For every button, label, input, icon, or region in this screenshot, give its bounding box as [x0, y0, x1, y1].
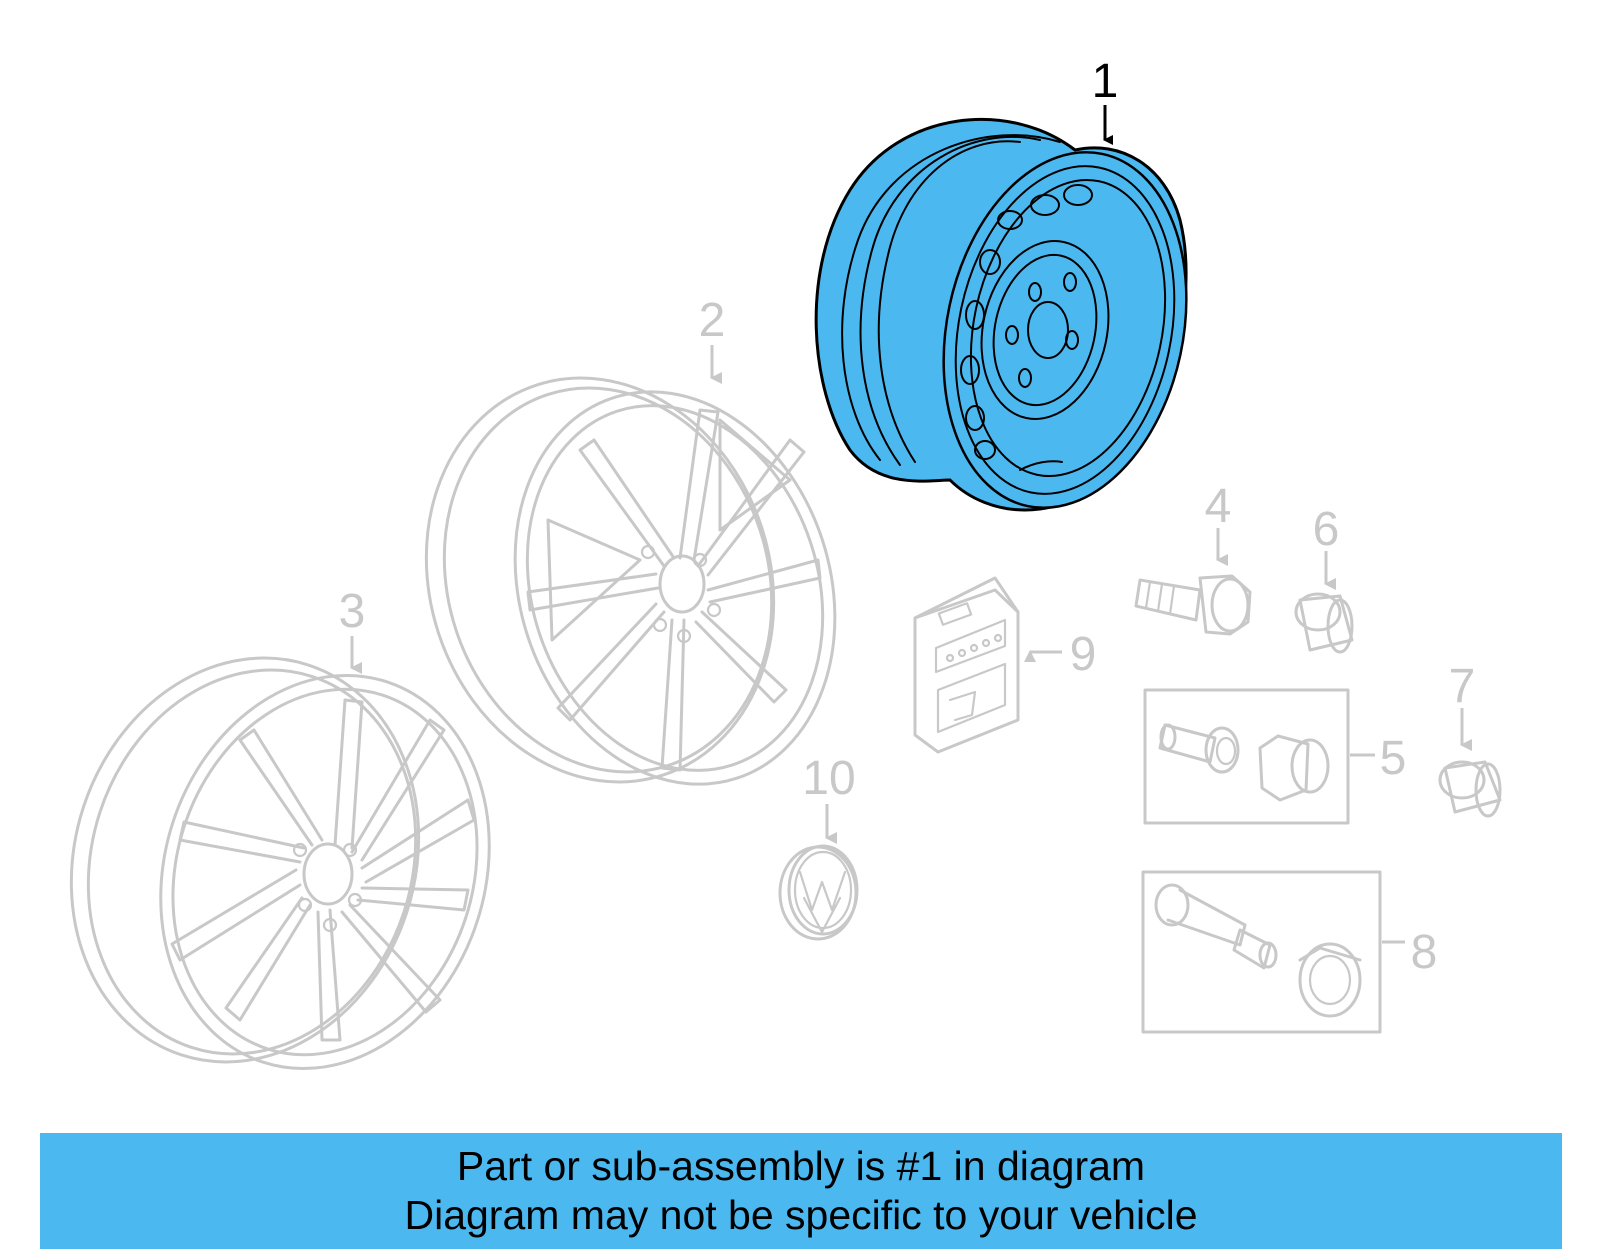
- part-7-cap[interactable]: 7: [1438, 660, 1502, 818]
- part-4-wheel-bolt[interactable]: 4: [1134, 480, 1252, 636]
- callout-10: 10: [802, 752, 855, 805]
- callout-7: 7: [1449, 660, 1476, 713]
- part-3-alloy-wheel[interactable]: 3: [20, 585, 539, 1112]
- part-9-label[interactable]: 9: [913, 576, 1097, 754]
- callout-9: 9: [1070, 628, 1097, 681]
- part-8-valve-kit[interactable]: 8: [1141, 870, 1438, 1034]
- part-10-center-cap[interactable]: 10: [778, 752, 859, 941]
- banner-line-2: Diagram may not be specific to your vehi…: [404, 1192, 1198, 1238]
- callout-4: 4: [1205, 480, 1232, 533]
- callout-3: 3: [339, 585, 366, 638]
- callout-5: 5: [1380, 732, 1407, 785]
- callout-2: 2: [699, 294, 726, 347]
- callout-6: 6: [1313, 503, 1340, 556]
- part-2-alloy-wheel[interactable]: 2: [375, 294, 884, 827]
- callout-8: 8: [1411, 926, 1438, 979]
- part-6-cap[interactable]: 6: [1294, 503, 1354, 654]
- banner-line-1: Part or sub-assembly is #1 in diagram: [456, 1143, 1146, 1189]
- part-1-steel-wheel[interactable]: 1: [814, 55, 1218, 531]
- lug-holes: [1005, 272, 1079, 388]
- info-banner: Part or sub-assembly is #1 in diagram Di…: [40, 1133, 1562, 1249]
- callout-1: 1: [1092, 55, 1119, 108]
- part-5-bolt-kit[interactable]: 5: [1143, 688, 1407, 825]
